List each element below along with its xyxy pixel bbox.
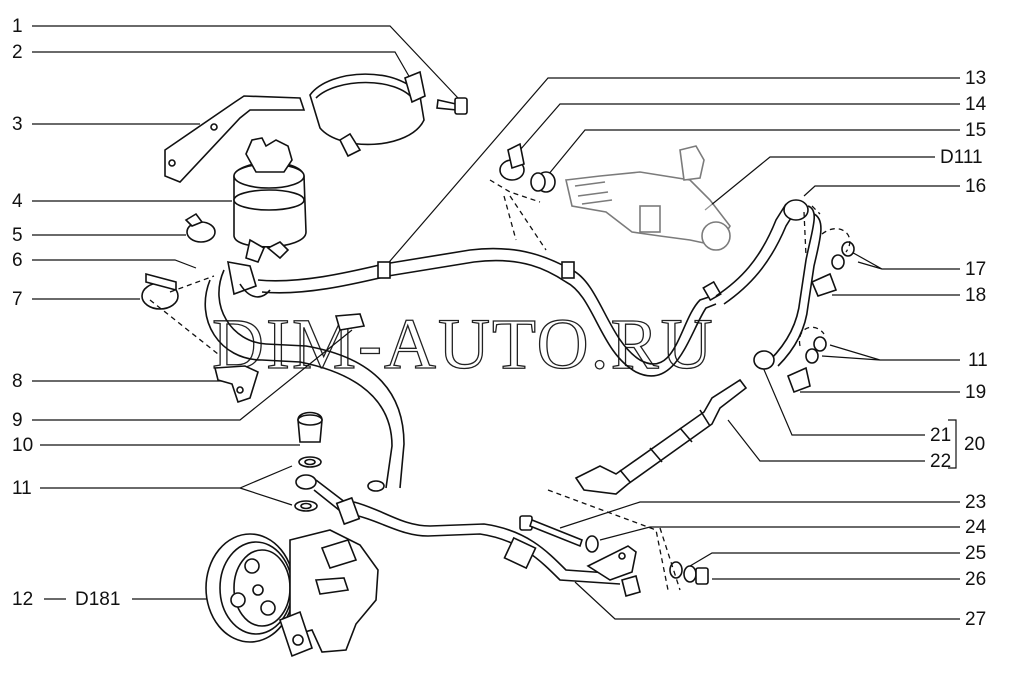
banjo-fitting <box>295 474 351 515</box>
label-d111: D111 <box>940 147 983 168</box>
right-callouts: 13 14 15 D111 16 17 18 11 19 21 22 20 23… <box>383 68 988 630</box>
feed-line <box>715 203 797 305</box>
clamp-part-14 <box>499 142 525 181</box>
banjo-bolt-part-19 <box>786 366 811 394</box>
label-13: 13 <box>965 68 986 89</box>
washers-part-11 <box>294 456 322 512</box>
label-7: 7 <box>12 289 23 310</box>
clip-part-9 <box>334 313 366 331</box>
label-16: 16 <box>965 176 986 197</box>
bolt-part-1 <box>436 97 468 115</box>
hose-clip-part-5 <box>184 212 216 243</box>
return-line-part-13 <box>257 247 722 377</box>
label-18: 18 <box>965 285 986 306</box>
left-callouts: 1 2 3 4 5 6 7 8 9 10 11 12 D181 <box>12 16 459 610</box>
label-1: 1 <box>12 16 23 37</box>
washer-part-25a <box>669 561 683 579</box>
label-2: 2 <box>12 42 23 63</box>
label-12: 12 <box>12 589 33 610</box>
label-21: 21 <box>930 425 951 446</box>
reservoir-part-4 <box>233 137 307 263</box>
high-pressure-hose-part-22 <box>574 378 748 495</box>
grommet-part-15 <box>530 171 556 193</box>
label-10: 10 <box>12 435 33 456</box>
plug-part-10 <box>297 411 323 443</box>
steering-rack-d111 <box>565 145 731 251</box>
guide-lines <box>149 179 851 591</box>
label-19: 19 <box>965 382 986 403</box>
bracket-part-3 <box>164 95 306 183</box>
label-5: 5 <box>12 225 23 246</box>
watermark: DIM-AUTO.RU <box>212 304 715 384</box>
label-25: 25 <box>965 543 986 564</box>
label-4: 4 <box>12 191 23 212</box>
washer-part-25b <box>683 565 697 583</box>
label-8: 8 <box>12 371 23 392</box>
hose-clip-part-7 <box>141 272 179 310</box>
clamp-strap-part-2 <box>309 70 426 158</box>
washers-part-11b <box>805 336 827 364</box>
label-23: 23 <box>965 492 986 513</box>
label-27: 27 <box>965 609 986 630</box>
clip-part-8 <box>213 365 259 404</box>
label-6: 6 <box>12 250 23 271</box>
label-d181: D181 <box>75 589 120 610</box>
label-11-left: 11 <box>12 478 32 499</box>
label-9: 9 <box>12 410 23 431</box>
label-17: 17 <box>965 259 986 280</box>
banjo-bolt-part-18 <box>810 272 838 297</box>
label-3: 3 <box>12 114 23 135</box>
washer-part-24 <box>585 535 599 553</box>
label-24: 24 <box>965 517 987 538</box>
bracket-part-24 <box>586 545 637 581</box>
label-11-right: 11 <box>968 350 988 371</box>
label-14: 14 <box>965 94 987 115</box>
pipe-part-16 <box>753 199 822 370</box>
fitting-part-27 <box>621 575 641 597</box>
nut-part-26 <box>695 567 709 585</box>
bolt-part-23 <box>519 515 583 548</box>
label-20: 20 <box>964 434 985 455</box>
pump-part-12 <box>205 529 379 658</box>
label-22: 22 <box>930 451 951 472</box>
label-15: 15 <box>965 120 986 141</box>
label-26: 26 <box>965 569 986 590</box>
bracket-20 <box>948 419 957 469</box>
washers-part-17 <box>831 241 855 270</box>
pressure-line <box>335 496 623 585</box>
